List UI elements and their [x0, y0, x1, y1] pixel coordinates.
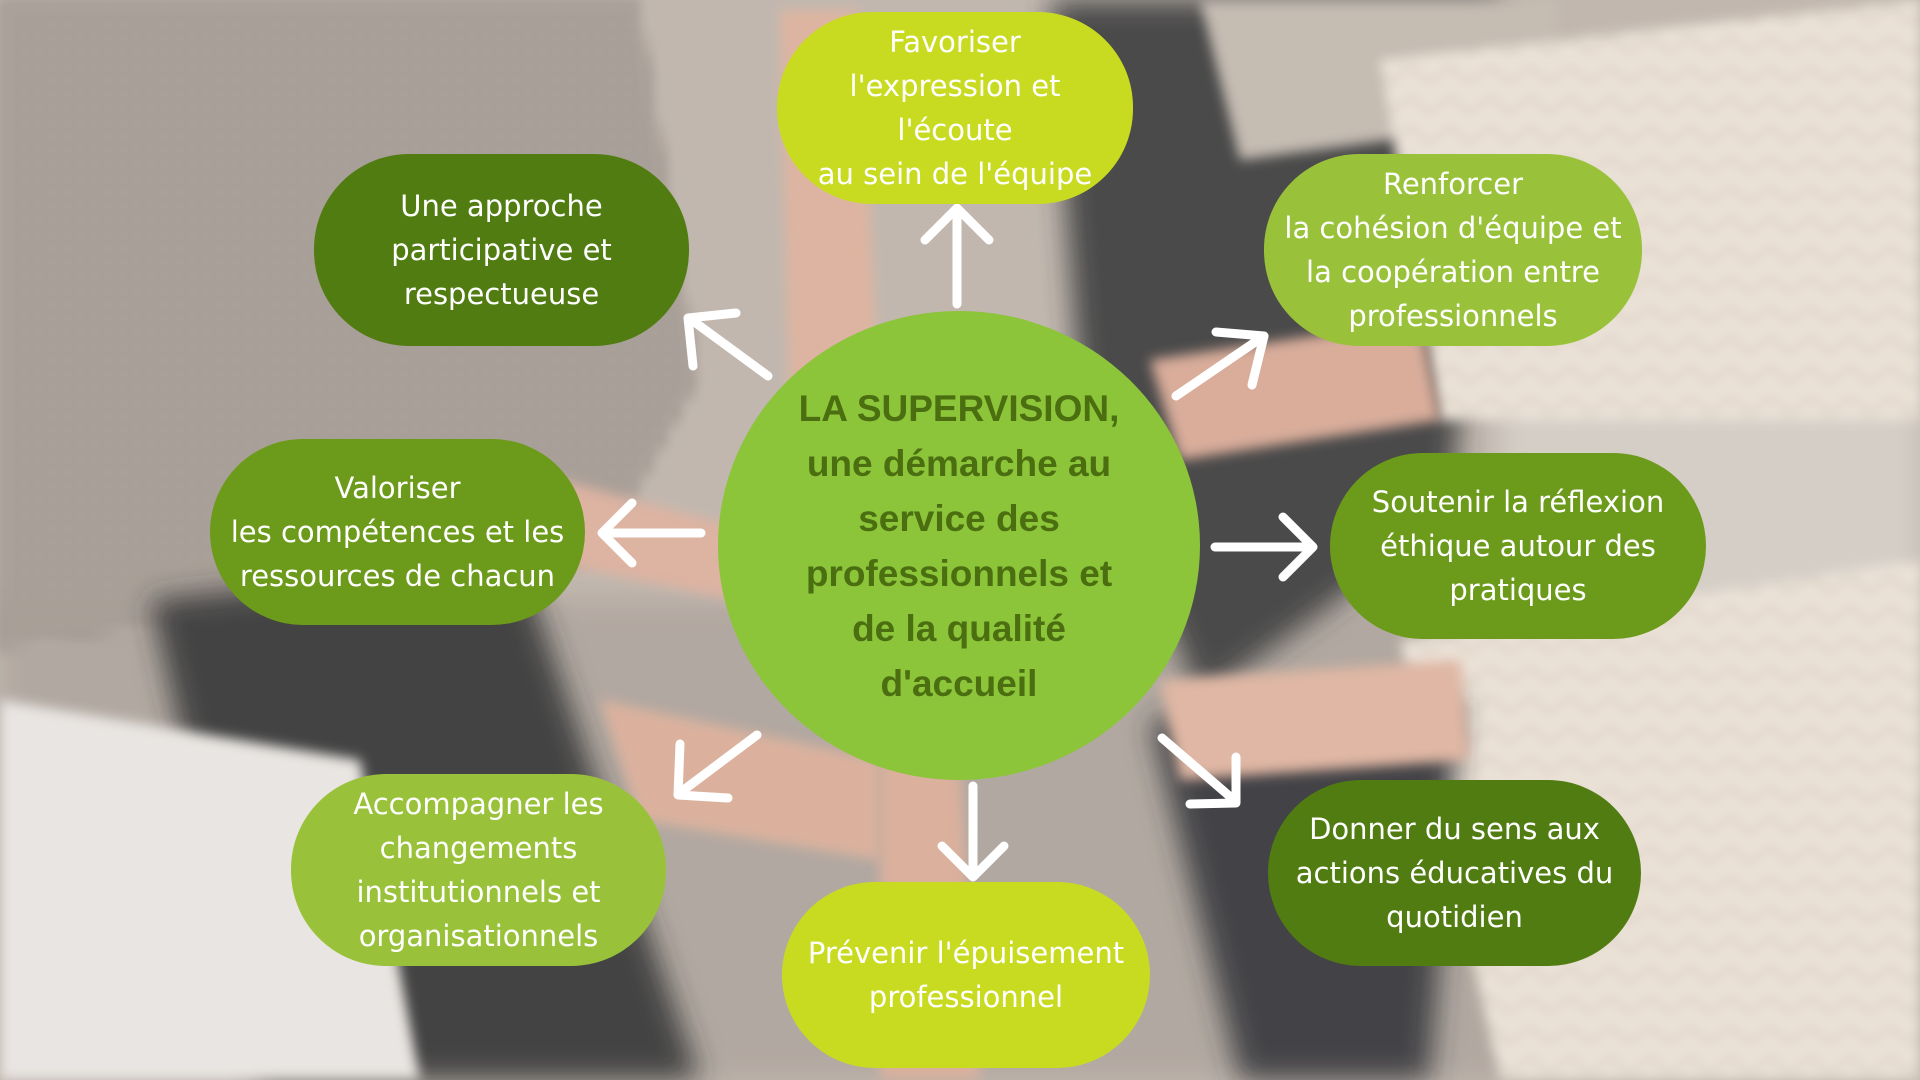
bubble-epuisement-text: Prévenir l'épuisement professionnel	[807, 936, 1125, 1014]
bubble-cohesion-equipe: Renforcer la cohésion d'équipe et la coo…	[1264, 154, 1642, 346]
center-title: LA SUPERVISION, une démarche au service …	[798, 387, 1120, 704]
bubble-ethique-text: Soutenir la réflexion éthique autour des…	[1371, 485, 1665, 607]
bubble-cohesion-text: Renforcer la cohésion d'équipe et la coo…	[1284, 167, 1622, 333]
bubble-approche-text: Une approche participative et respectueu…	[391, 189, 612, 311]
bubble-sens-actions: Donner du sens aux actions éducatives du…	[1268, 780, 1641, 966]
bubble-competences-text: Valoriser les compétences et les ressour…	[230, 471, 565, 593]
bubble-expression-ecoute: Favoriser l'expression et l'écoute au se…	[777, 12, 1133, 204]
bubble-expression-text: Favoriser l'expression et l'écoute au se…	[817, 25, 1093, 191]
bubble-reflexion-ethique: Soutenir la réflexion éthique autour des…	[1330, 453, 1706, 639]
center-circle: LA SUPERVISION, une démarche au service …	[718, 311, 1200, 780]
bubble-sens-text: Donner du sens aux actions éducatives du…	[1295, 812, 1614, 934]
bubble-approche-participative: Une approche participative et respectueu…	[314, 154, 689, 346]
bubble-valoriser-competences: Valoriser les compétences et les ressour…	[210, 439, 585, 625]
bubble-prevenir-epuisement: Prévenir l'épuisement professionnel	[782, 882, 1150, 1068]
bubble-changements-text: Accompagner les changements institutionn…	[353, 787, 604, 953]
bubble-accompagner-changements: Accompagner les changements institutionn…	[291, 774, 666, 966]
